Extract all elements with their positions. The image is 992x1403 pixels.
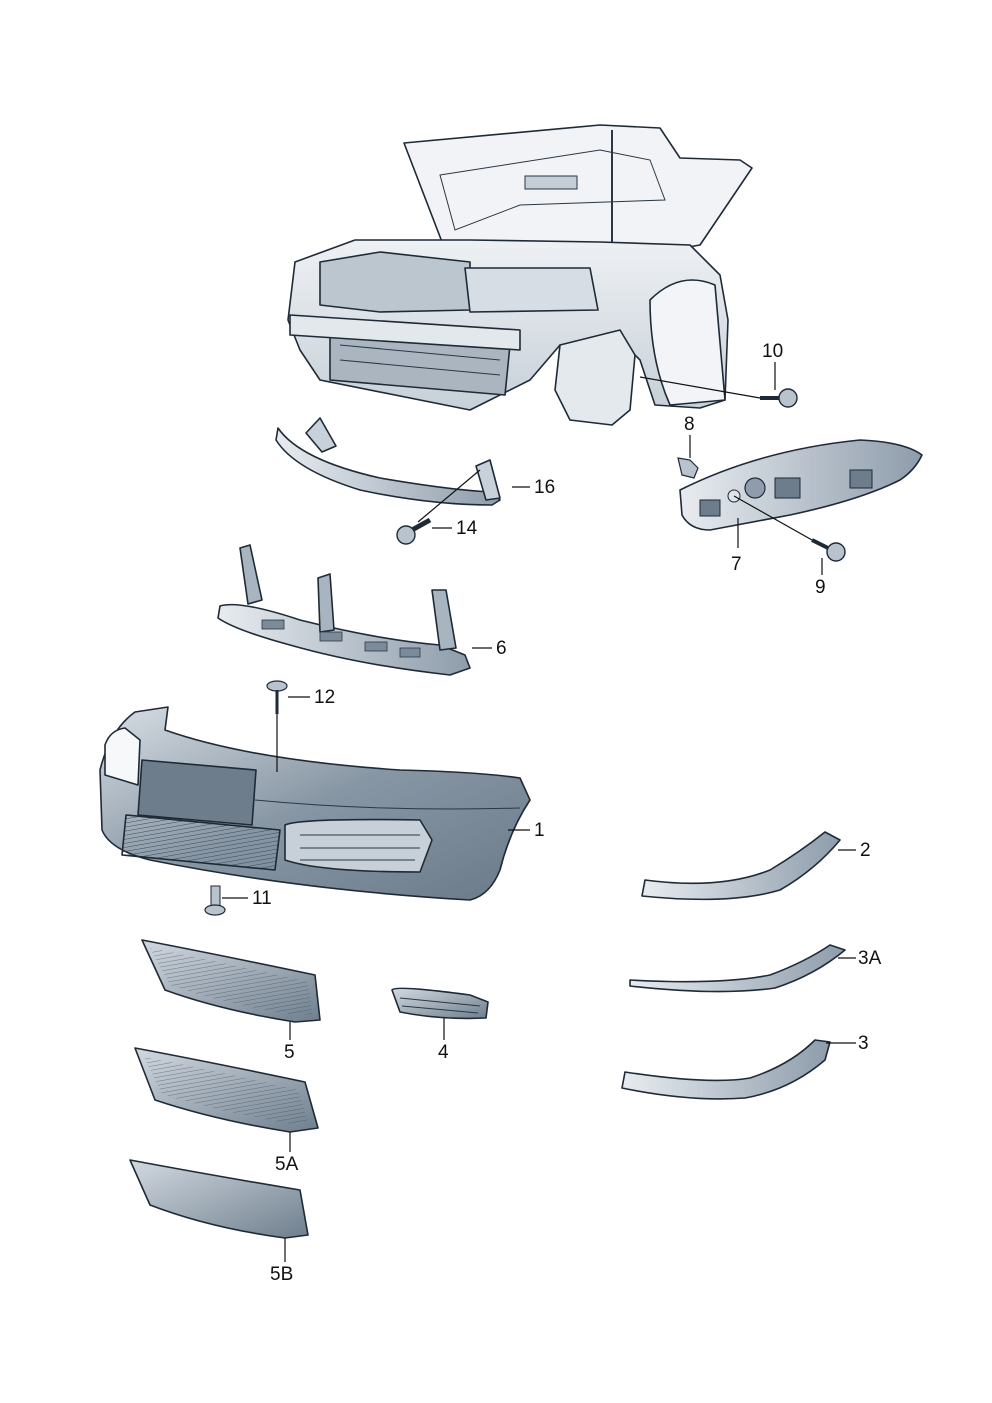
callout-3: 3 (858, 1033, 869, 1054)
callout-6: 6 (496, 638, 507, 659)
part-1-bumper-cover (99, 706, 531, 901)
part-16-bumper-bracket (275, 417, 501, 506)
part-3-trim-strip (621, 1039, 831, 1100)
fastener-9-screw (811, 538, 846, 562)
part-3a-trim-strip (629, 944, 846, 993)
callout-labels: 10 8 16 14 7 9 6 12 1 2 11 3A 3 5 4 5A 5… (252, 341, 882, 1285)
callout-9: 9 (815, 577, 826, 598)
callout-10: 10 (762, 341, 783, 362)
part-4-side-grille (391, 987, 489, 1020)
car-front-illustration (287, 124, 753, 426)
fastener-8-clip (677, 457, 699, 479)
callout-12: 12 (314, 687, 335, 708)
callout-3a: 3A (858, 948, 882, 969)
leader-lines (222, 362, 856, 1262)
fastener-12-screw (266, 680, 288, 714)
part-5b-grille (129, 1159, 309, 1239)
callout-7: 7 (731, 554, 742, 575)
part-2-trim-strip (641, 831, 841, 901)
callout-16: 16 (534, 477, 555, 498)
callout-5: 5 (284, 1042, 295, 1063)
part-7-mounting-panel (679, 439, 923, 531)
callout-11: 11 (252, 888, 272, 909)
callout-14: 14 (456, 518, 478, 539)
callout-1: 1 (534, 820, 545, 841)
fastener-14-bolt (396, 517, 432, 545)
callout-4: 4 (438, 1042, 449, 1063)
callout-5b: 5B (270, 1264, 293, 1285)
callout-2: 2 (860, 840, 871, 861)
fastener-10-screw (760, 388, 798, 408)
part-6-impact-absorber (217, 544, 471, 676)
callout-8: 8 (684, 414, 695, 435)
fastener-11-screw (204, 885, 226, 916)
part-5-grille (141, 939, 321, 1023)
callout-5a: 5A (275, 1154, 299, 1175)
part-5a-grille (134, 1047, 319, 1133)
